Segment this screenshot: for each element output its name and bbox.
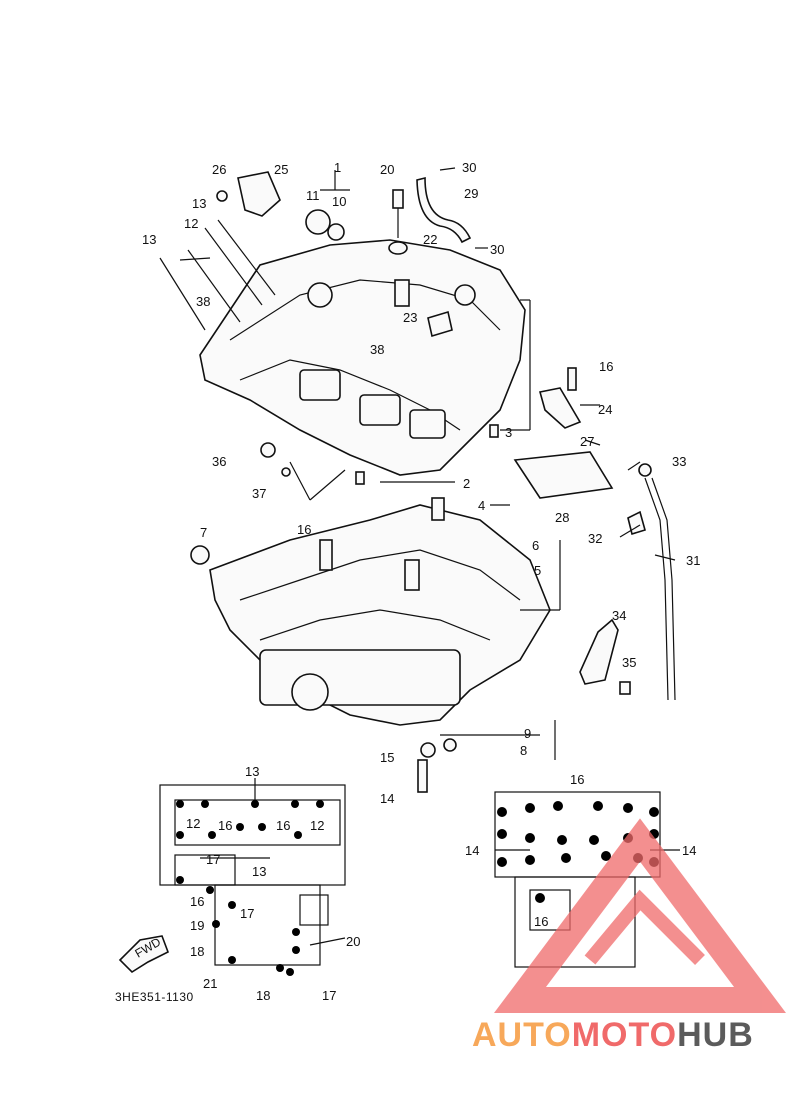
callout-13b: 13 xyxy=(142,232,156,247)
callout-10: 10 xyxy=(332,194,346,209)
callout-22: 22 xyxy=(423,232,437,247)
bl-label-13b: 13 xyxy=(252,864,266,879)
callout-13: 13 xyxy=(192,196,206,211)
callout-33: 33 xyxy=(672,454,686,469)
watermark-moto: MOTO xyxy=(571,1016,678,1054)
bl-label-20: 20 xyxy=(346,934,360,949)
lower-crankcase xyxy=(209,497,551,726)
callout-6: 6 xyxy=(532,538,539,553)
bolt-pattern-right-labels: 16 14 14 16 xyxy=(465,772,696,929)
callout-15: 15 xyxy=(380,750,394,765)
callout-24: 24 xyxy=(598,402,612,417)
callout-9: 9 xyxy=(524,726,531,741)
bl-label-17c: 17 xyxy=(322,988,336,1003)
leader-lines xyxy=(179,167,676,760)
bl-label-21: 21 xyxy=(203,976,217,991)
bl-label-12b: 12 xyxy=(310,818,324,833)
callout-1: 1 xyxy=(334,160,341,175)
callout-36: 36 xyxy=(212,454,226,469)
bl-label-16a: 16 xyxy=(218,818,232,833)
callout-27: 27 xyxy=(580,434,594,449)
callout-37: 37 xyxy=(252,486,266,501)
watermark-text: AUTOMOTOHUB xyxy=(472,1016,754,1055)
bl-label-12: 12 xyxy=(186,816,200,831)
callout-23: 23 xyxy=(403,310,417,325)
watermark-auto: AUTO xyxy=(472,1016,572,1054)
bl-label-17: 17 xyxy=(206,852,220,867)
br-label-14a: 14 xyxy=(465,843,479,858)
callout-31: 31 xyxy=(686,553,700,568)
diagram-code: 3HE351-1130 xyxy=(115,990,194,1004)
callout-labels: 1 2 3 4 5 6 7 8 9 10 11 12 13 13 14 15 1… xyxy=(142,160,700,806)
bl-label-18: 18 xyxy=(190,944,204,959)
bolt-pattern-right xyxy=(494,791,680,968)
bl-label-16b: 16 xyxy=(276,818,290,833)
callout-34: 34 xyxy=(612,608,626,623)
callout-3: 3 xyxy=(505,425,512,440)
callout-8: 8 xyxy=(520,743,527,758)
bl-label-16c: 16 xyxy=(190,894,204,909)
callout-16b: 16 xyxy=(599,359,613,374)
callout-20: 20 xyxy=(380,162,394,177)
callout-38: 38 xyxy=(196,294,210,309)
callout-32: 32 xyxy=(588,531,602,546)
watermark-hub: HUB xyxy=(677,1016,754,1054)
watermark-logo xyxy=(494,818,786,1013)
callout-11: 11 xyxy=(306,188,320,203)
callout-16: 16 xyxy=(297,522,311,537)
bl-label-17b: 17 xyxy=(240,906,254,921)
br-label-16b: 16 xyxy=(534,914,548,929)
callout-30: 30 xyxy=(462,160,476,175)
callout-28: 28 xyxy=(555,510,569,525)
callout-14: 14 xyxy=(380,791,394,806)
bolt-pattern-left-labels: 13 12 16 16 12 17 13 16 17 19 18 20 21 1… xyxy=(186,764,360,1003)
callout-38b: 38 xyxy=(370,342,384,357)
small-parts xyxy=(159,171,676,793)
callout-30b: 30 xyxy=(490,242,504,257)
upper-crankcase xyxy=(199,239,526,476)
bl-label-18b: 18 xyxy=(256,988,270,1003)
callout-2: 2 xyxy=(463,476,470,491)
callout-7: 7 xyxy=(200,525,207,540)
callout-4: 4 xyxy=(478,498,485,513)
callout-25: 25 xyxy=(274,162,288,177)
fwd-arrow-icon: FWD xyxy=(118,935,170,974)
callout-12: 12 xyxy=(184,216,198,231)
bl-label-19: 19 xyxy=(190,918,204,933)
callout-26: 26 xyxy=(212,162,226,177)
br-label-16: 16 xyxy=(570,772,584,787)
bl-label-13: 13 xyxy=(245,764,259,779)
callout-35: 35 xyxy=(622,655,636,670)
callout-29: 29 xyxy=(464,186,478,201)
br-label-14b: 14 xyxy=(682,843,696,858)
callout-5: 5 xyxy=(534,563,541,578)
bolt-pattern-left xyxy=(159,778,346,976)
